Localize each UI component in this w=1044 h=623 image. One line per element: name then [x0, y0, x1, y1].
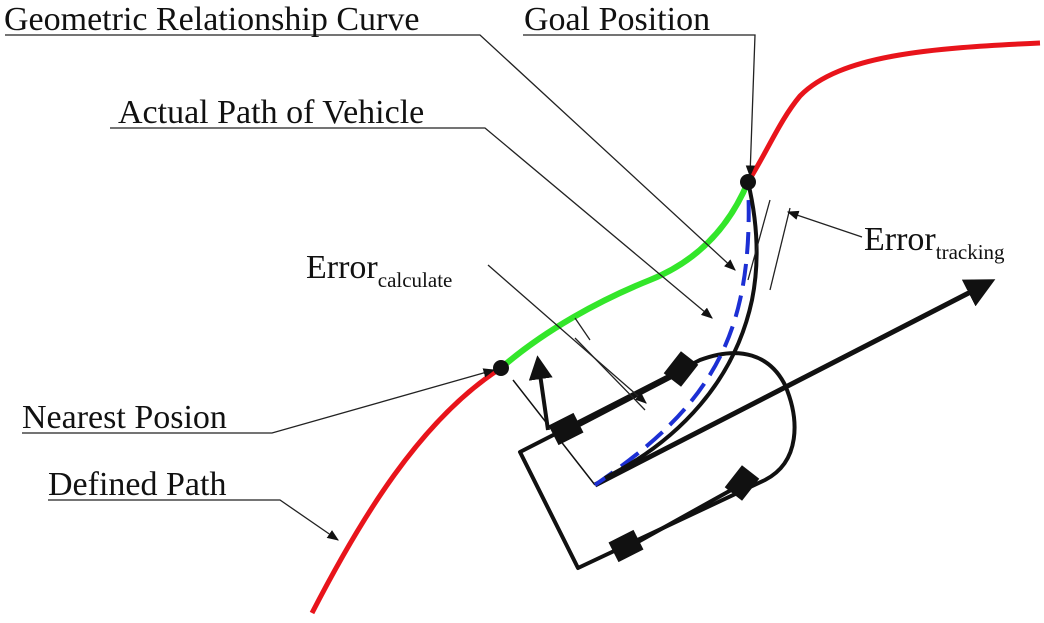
lookahead-segment	[499, 180, 751, 371]
vehicle	[512, 279, 996, 570]
error-tracking-dimension	[747, 199, 863, 291]
nearest-position-point	[493, 360, 509, 376]
label-geometric-relationship-curve: Geometric Relationship Curve	[4, 1, 419, 38]
leader-defined-path	[48, 499, 339, 541]
label-defined-path: Defined Path	[48, 466, 226, 503]
leader-geometric-curve	[5, 34, 736, 271]
goal-position-point	[740, 174, 756, 190]
leader-actual-path	[110, 127, 713, 319]
label-nearest-position: Nearest Posion	[22, 399, 227, 436]
label-error-calculate: Errorcalculate	[306, 249, 452, 292]
defined-path-upper	[745, 40, 1041, 184]
geometric-relationship-curve	[593, 181, 751, 487]
label-goal-position: Goal Position	[524, 1, 710, 38]
rear-axle	[626, 482, 743, 550]
defined-path-lower	[309, 365, 503, 615]
front-axle	[565, 368, 686, 434]
wheel-rear-left	[608, 529, 644, 563]
wheel-front-left	[548, 412, 584, 446]
label-error-tracking: Errortracking	[864, 221, 1005, 264]
leader-goal-position	[523, 34, 756, 178]
wheel-rear-right	[724, 465, 760, 501]
actual-vehicle-path	[604, 181, 759, 480]
leader-nearest-position	[22, 368, 496, 434]
wheel-front-right	[663, 351, 699, 387]
vehicle-lateral-arrow	[528, 355, 553, 431]
vehicle-heading-arrow	[593, 279, 996, 488]
vehicle-ref-line	[512, 379, 596, 486]
label-actual-path: Actual Path of Vehicle	[118, 94, 424, 131]
error-calculate-dimension	[487, 264, 647, 411]
